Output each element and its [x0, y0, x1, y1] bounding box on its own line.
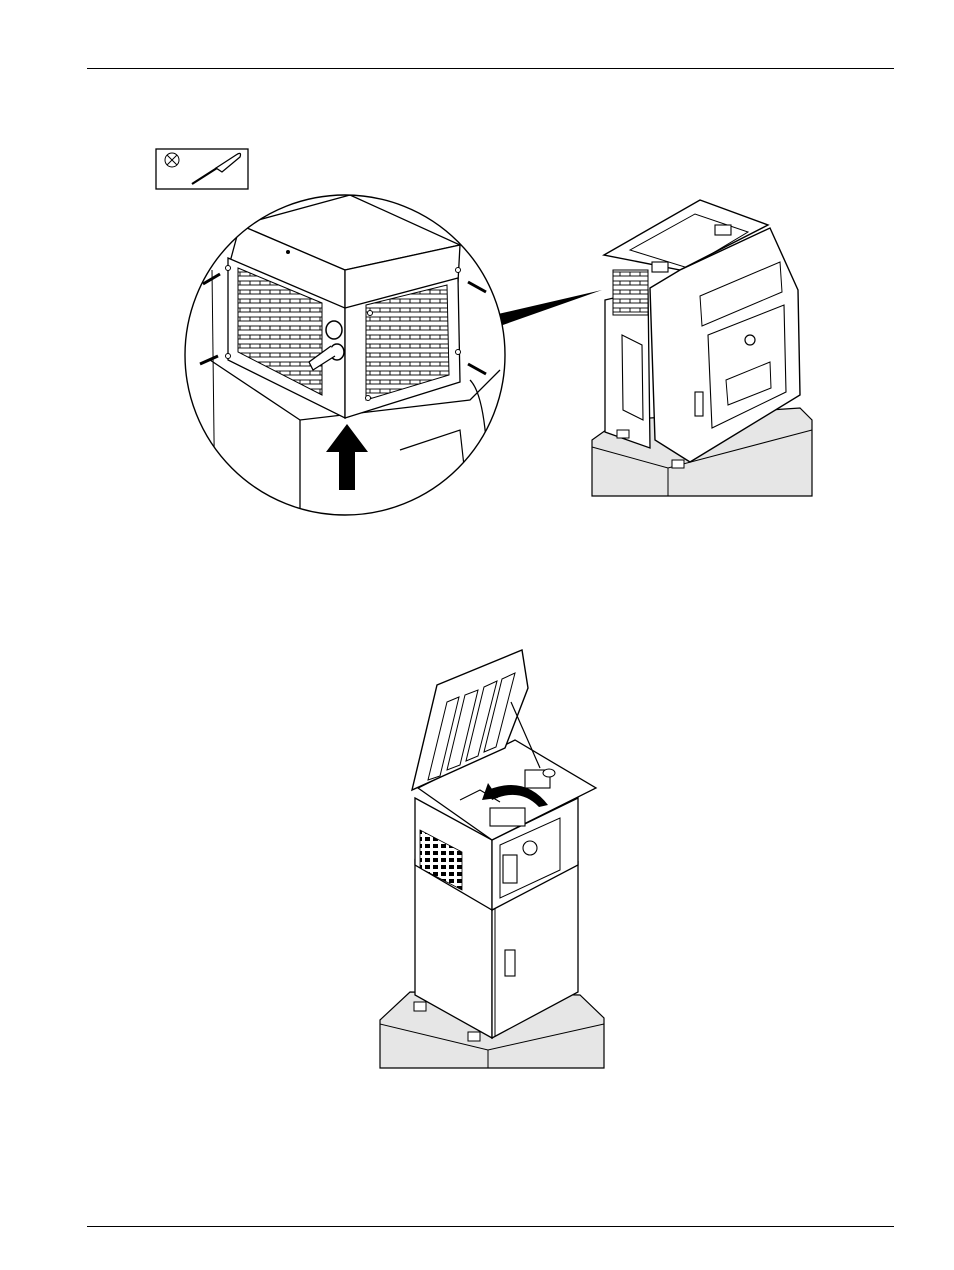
detail-magnifier-circle	[180, 190, 510, 520]
figure-open-lid-swing-panel	[0, 640, 954, 1080]
figure-remove-cooling-unit	[0, 0, 954, 560]
sampler-enclosure-front	[592, 200, 812, 496]
tool-box	[156, 149, 248, 189]
footer-rule	[87, 1226, 894, 1227]
detail-pointer	[498, 290, 602, 326]
